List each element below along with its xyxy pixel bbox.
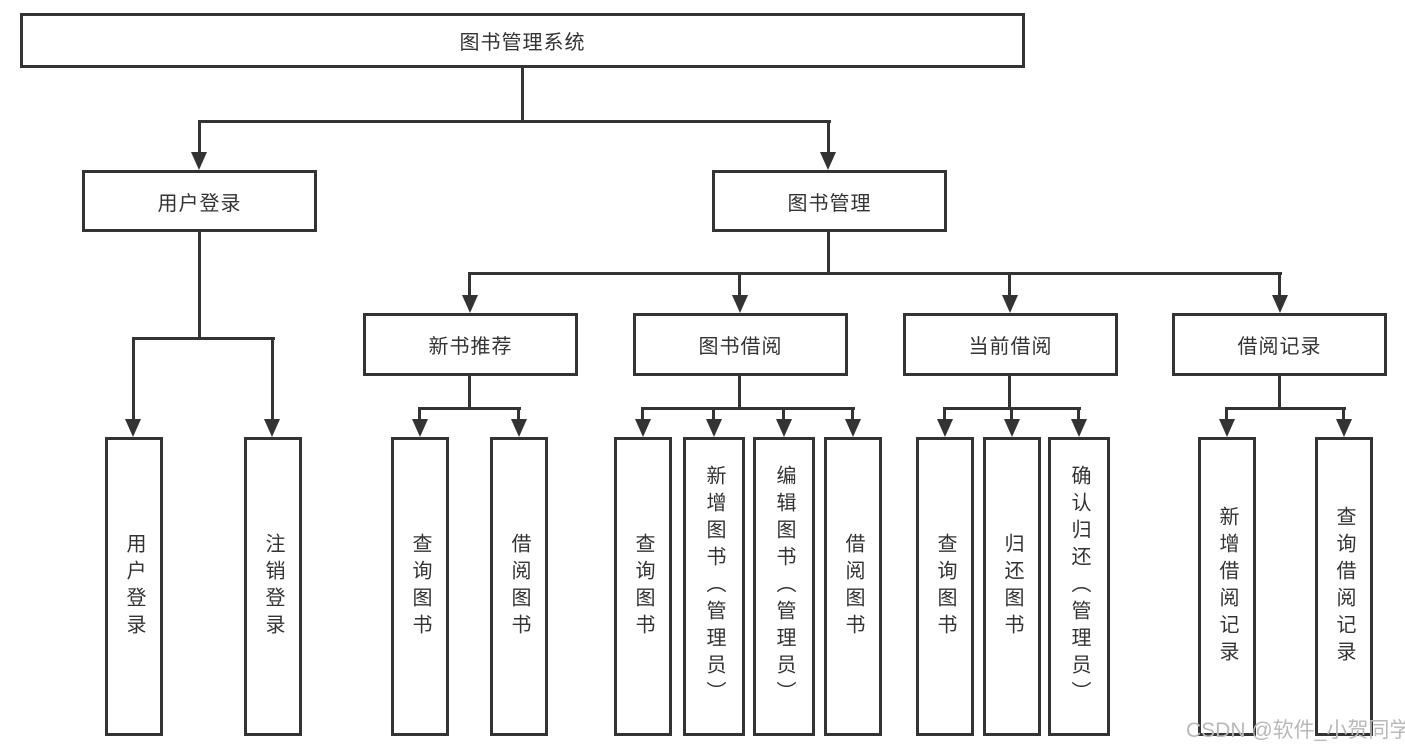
- arrow-down: [1272, 295, 1288, 313]
- connector-drop: [827, 120, 830, 154]
- arrow-down: [191, 152, 207, 170]
- leaf-borrow-books-recommend-label: 借阅图书: [508, 532, 530, 641]
- node-borrow-records: 借阅记录: [1172, 313, 1387, 376]
- node-borrow-records-label: 借阅记录: [1237, 336, 1322, 358]
- node-book-borrowing: 图书借阅: [633, 313, 848, 376]
- connector-recommend-stem: [468, 376, 471, 407]
- arrow-down: [820, 152, 836, 170]
- node-book-management: 图书管理: [712, 170, 947, 232]
- connector-drop: [132, 337, 135, 419]
- leaf-edit-books-admin: 编辑图书（管理员）: [753, 437, 815, 736]
- leaf-query-books-current: 查询图书: [916, 437, 974, 736]
- arrow-down: [264, 419, 280, 437]
- connector-drop: [198, 120, 201, 154]
- arrow-down: [635, 419, 651, 437]
- node-user-login-label: 用户登录: [157, 192, 242, 215]
- arrow-down: [1002, 295, 1018, 313]
- leaf-logout-label: 注销登录: [262, 532, 284, 641]
- leaf-query-books-recommend: 查询图书: [391, 437, 449, 736]
- connector-root-rail: [198, 120, 831, 123]
- leaf-add-books-admin-label: 新增图书（管理员）: [703, 465, 725, 708]
- connector-records-stem: [1278, 376, 1281, 407]
- leaf-user-login: 用户登录: [105, 437, 163, 736]
- csdn-watermark: CSDN @软件_小贺同学: [1186, 719, 1405, 742]
- connector-records-rail: [1225, 407, 1346, 410]
- leaf-query-books-recommend-label: 查询图书: [409, 532, 431, 641]
- node-new-book-recommend-label: 新书推荐: [428, 336, 513, 358]
- leaf-query-books-borrowing-label: 查询图书: [632, 532, 654, 641]
- leaf-user-login-label: 用户登录: [123, 532, 145, 641]
- connector-drop: [943, 407, 946, 419]
- leaf-borrow-books-recommend: 借阅图书: [490, 437, 548, 736]
- arrow-down: [1219, 419, 1235, 437]
- connector-drop: [517, 407, 520, 419]
- leaf-return-books: 归还图书: [983, 437, 1041, 736]
- connector-drop: [1342, 407, 1345, 419]
- leaf-borrow-books-borrowing-label: 借阅图书: [842, 532, 864, 641]
- connector-drop: [641, 407, 644, 419]
- leaf-borrow-books-borrowing: 借阅图书: [824, 437, 882, 736]
- arrow-down: [845, 419, 861, 437]
- arrow-down: [937, 419, 953, 437]
- leaf-edit-books-admin-label: 编辑图书（管理员）: [773, 465, 795, 708]
- connector-drop: [271, 337, 274, 419]
- leaf-add-books-admin: 新增图书（管理员）: [683, 437, 745, 736]
- leaf-add-borrow-record: 新增借阅记录: [1198, 437, 1256, 736]
- node-book-management-label: 图书管理: [787, 192, 872, 215]
- node-root: 图书管理系统: [20, 13, 1025, 68]
- connector-book-mgmt-stem: [827, 232, 830, 272]
- connector-drop: [712, 407, 715, 419]
- connector-root-stem: [521, 68, 524, 120]
- node-user-login: 用户登录: [82, 170, 317, 232]
- connector-drop: [782, 407, 785, 419]
- connector-drop: [1010, 407, 1013, 419]
- node-new-book-recommend: 新书推荐: [363, 313, 578, 376]
- arrow-down: [732, 295, 748, 313]
- arrow-down: [511, 419, 527, 437]
- connector-drop: [738, 272, 741, 295]
- node-root-label: 图书管理系统: [459, 32, 586, 54]
- arrow-down: [412, 419, 428, 437]
- connector-user-login-rail: [132, 337, 275, 340]
- connector-borrowing-rail: [641, 407, 855, 410]
- arrow-down: [125, 419, 141, 437]
- connector-drop: [1008, 272, 1011, 295]
- leaf-query-borrow-record: 查询借阅记录: [1315, 437, 1373, 736]
- leaf-confirm-return-admin-label: 确认归还（管理员）: [1068, 465, 1090, 708]
- arrow-down: [706, 419, 722, 437]
- connector-user-login-stem: [198, 232, 201, 337]
- node-current-borrowing: 当前借阅: [903, 313, 1118, 376]
- node-current-borrowing-label: 当前借阅: [968, 336, 1053, 358]
- leaf-return-books-label: 归还图书: [1001, 532, 1023, 641]
- connector-book-mgmt-rail: [469, 272, 1282, 275]
- connector-recommend-rail: [419, 407, 521, 410]
- connector-drop: [418, 407, 421, 419]
- connector-drop: [1278, 272, 1281, 295]
- leaf-query-books-borrowing: 查询图书: [614, 437, 672, 736]
- arrow-down: [1071, 419, 1087, 437]
- leaf-logout: 注销登录: [244, 437, 302, 736]
- node-book-borrowing-label: 图书借阅: [698, 336, 783, 358]
- leaf-query-books-current-label: 查询图书: [934, 532, 956, 641]
- leaf-confirm-return-admin: 确认归还（管理员）: [1048, 437, 1110, 736]
- connector-current-stem: [1008, 376, 1011, 407]
- connector-drop: [468, 272, 471, 295]
- connector-borrowing-stem: [738, 376, 741, 407]
- connector-drop: [1225, 407, 1228, 419]
- arrow-down: [1004, 419, 1020, 437]
- leaf-query-borrow-record-label: 查询借阅记录: [1333, 505, 1355, 668]
- arrow-down: [776, 419, 792, 437]
- connector-drop: [1077, 407, 1080, 419]
- arrow-down: [462, 295, 478, 313]
- arrow-down: [1336, 419, 1352, 437]
- connector-drop: [851, 407, 854, 419]
- leaf-add-borrow-record-label: 新增借阅记录: [1216, 505, 1238, 668]
